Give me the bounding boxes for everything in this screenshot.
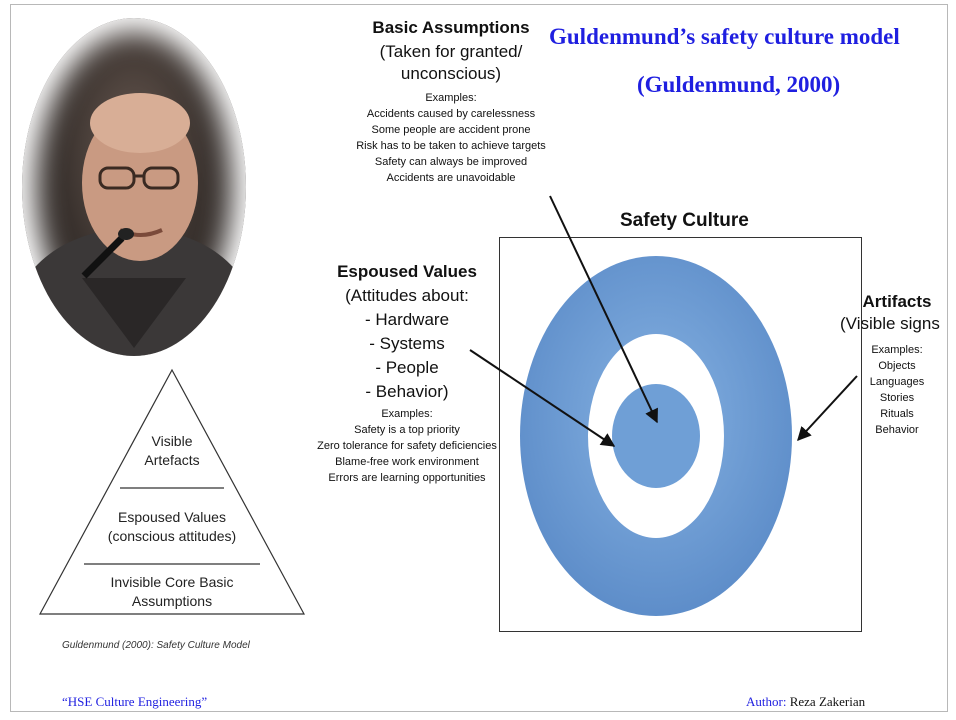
artifacts-block: Artifacts (Visible signs Examples: Objec… <box>838 292 956 438</box>
artifact-example: Objects <box>878 360 916 372</box>
footer-author-sep: : <box>782 694 787 709</box>
espoused-values-heading: Espoused Values <box>337 262 477 281</box>
pyramid-outline <box>38 368 306 615</box>
artifact-example: Behavior <box>875 424 919 436</box>
footer-left-text: “HSE Culture Engineering” <box>62 694 208 709</box>
basic-assumptions-block: Basic Assumptions (Taken for granted/ un… <box>356 18 546 186</box>
espoused-values-line: - Behavior) <box>365 382 449 401</box>
espoused-values-line: - Systems <box>369 334 445 353</box>
espoused-value-example: Errors are learning opportunities <box>328 472 486 484</box>
slide-frame <box>10 4 948 712</box>
diagram-title: Safety Culture <box>620 210 749 231</box>
concentric-rings <box>520 256 792 616</box>
basic-assumption-example: Safety can always be improved <box>374 156 528 168</box>
pyramid-top-label: Visible Artefacts <box>144 433 200 468</box>
espoused-values-line: - People <box>375 358 439 377</box>
basic-assumption-example: Accidents caused by carelessness <box>366 108 536 120</box>
pyramid-bottom-label: Invisible Core Basic Assumptions <box>110 574 234 609</box>
basic-assumption-example: Some people are accident prone <box>371 124 531 136</box>
basic-assumptions-heading: Basic Assumptions <box>372 18 530 37</box>
footer-author-name: Reza Zakerian <box>786 694 866 709</box>
author-portrait-photo <box>22 18 246 356</box>
espoused-value-example: Zero tolerance for safety deficiencies <box>317 440 497 452</box>
core-basic-assumptions <box>612 384 700 488</box>
artifact-example: Rituals <box>880 408 914 420</box>
slide-subtitle: (Guldenmund, 2000) <box>637 72 841 97</box>
artifact-example: Stories <box>879 392 915 404</box>
basic-assumptions-sub1: (Taken for granted/ <box>379 42 523 61</box>
basic-assumption-example: Risk has to be taken to achieve targets <box>356 140 546 152</box>
footer-author-label: Author <box>746 694 783 709</box>
artifacts-examples-label: Examples: <box>871 344 923 356</box>
pyramid-caption: Guldenmund (2000): Safety Culture Model <box>62 640 250 651</box>
espoused-values-examples-label: Examples: <box>381 408 433 420</box>
artifact-example: Languages <box>869 376 925 388</box>
basic-assumptions-sub2: unconscious) <box>400 64 502 83</box>
artifacts-sub: (Visible signs <box>840 314 940 333</box>
espoused-value-example: Safety is a top priority <box>354 424 460 436</box>
espoused-values-line: - Hardware <box>364 310 450 329</box>
espoused-value-example: Blame-free work environment <box>335 456 479 468</box>
basic-assumption-example: Accidents are unavoidable <box>386 172 516 184</box>
espoused-values-line: (Attitudes about: <box>345 286 469 305</box>
pyramid-middle-label: Espoused Values (conscious attitudes) <box>107 509 237 544</box>
pyramid-diagram <box>38 368 306 615</box>
slide-title: Guldenmund’s safety culture model <box>549 24 900 49</box>
footer-author: Author: Reza Zakerian <box>746 694 865 710</box>
portrait-illustration <box>22 93 246 356</box>
artifacts-heading: Artifacts <box>862 292 932 311</box>
espoused-values-block: Espoused Values (Attitudes about: - Hard… <box>312 262 502 486</box>
basic-assumptions-examples-label: Examples: <box>425 92 477 104</box>
